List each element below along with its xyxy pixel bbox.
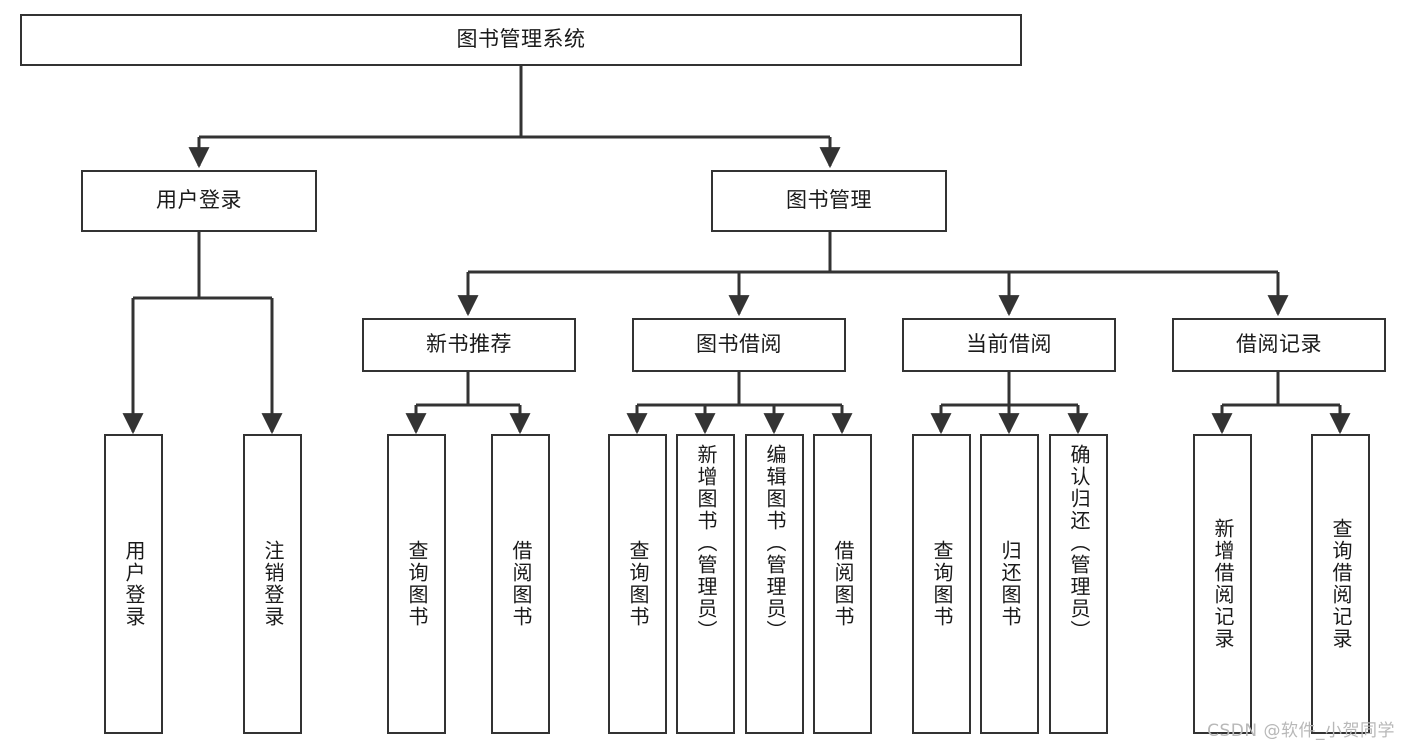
node-new-book-recommend-label: 新书推荐: [426, 332, 512, 357]
node-book-borrow[interactable]: 图书借阅: [632, 318, 846, 372]
leaf-book-borrow-3[interactable]: 编辑图书（管理员）: [745, 434, 804, 734]
leaf-user-login-2[interactable]: 注销登录: [243, 434, 302, 734]
leaf-user-login-2-label: 注销登录: [261, 540, 285, 628]
node-book-manage[interactable]: 图书管理: [711, 170, 947, 232]
leaf-borrow-record-2-label: 查询借阅记录: [1329, 518, 1353, 650]
leaf-new-book-1-label: 查询图书: [405, 540, 429, 628]
leaf-new-book-2[interactable]: 借阅图书: [491, 434, 550, 734]
node-current-borrow-label: 当前借阅: [966, 332, 1052, 357]
leaf-book-borrow-2-label: 新增图书（管理员）: [694, 444, 718, 642]
leaf-user-login-1[interactable]: 用户登录: [104, 434, 163, 734]
leaf-new-book-1[interactable]: 查询图书: [387, 434, 446, 734]
node-current-borrow[interactable]: 当前借阅: [902, 318, 1116, 372]
node-borrow-record[interactable]: 借阅记录: [1172, 318, 1386, 372]
leaf-current-borrow-3-label: 确认归还（管理员）: [1067, 444, 1091, 642]
leaf-new-book-2-label: 借阅图书: [509, 540, 533, 628]
node-user-login[interactable]: 用户登录: [81, 170, 317, 232]
leaf-current-borrow-1-label: 查询图书: [930, 540, 954, 628]
leaf-borrow-record-1[interactable]: 新增借阅记录: [1193, 434, 1252, 734]
leaf-borrow-record-2[interactable]: 查询借阅记录: [1311, 434, 1370, 734]
leaf-book-borrow-2[interactable]: 新增图书（管理员）: [676, 434, 735, 734]
leaf-borrow-record-1-label: 新增借阅记录: [1211, 518, 1235, 650]
node-borrow-record-label: 借阅记录: [1236, 332, 1322, 357]
leaf-book-borrow-4-label: 借阅图书: [831, 540, 855, 628]
leaf-current-borrow-2[interactable]: 归还图书: [980, 434, 1039, 734]
node-new-book-recommend[interactable]: 新书推荐: [362, 318, 576, 372]
leaf-book-borrow-1-label: 查询图书: [626, 540, 650, 628]
node-root-label: 图书管理系统: [456, 27, 586, 52]
leaf-book-borrow-4[interactable]: 借阅图书: [813, 434, 872, 734]
leaf-current-borrow-1[interactable]: 查询图书: [912, 434, 971, 734]
node-user-login-label: 用户登录: [156, 188, 242, 213]
node-book-manage-label: 图书管理: [786, 188, 872, 213]
leaf-book-borrow-3-label: 编辑图书（管理员）: [763, 444, 787, 642]
leaf-user-login-1-label: 用户登录: [122, 540, 146, 628]
leaf-current-borrow-2-label: 归还图书: [998, 540, 1022, 628]
node-book-borrow-label: 图书借阅: [696, 332, 782, 357]
leaf-book-borrow-1[interactable]: 查询图书: [608, 434, 667, 734]
node-root[interactable]: 图书管理系统: [20, 14, 1022, 66]
leaf-current-borrow-3[interactable]: 确认归还（管理员）: [1049, 434, 1108, 734]
